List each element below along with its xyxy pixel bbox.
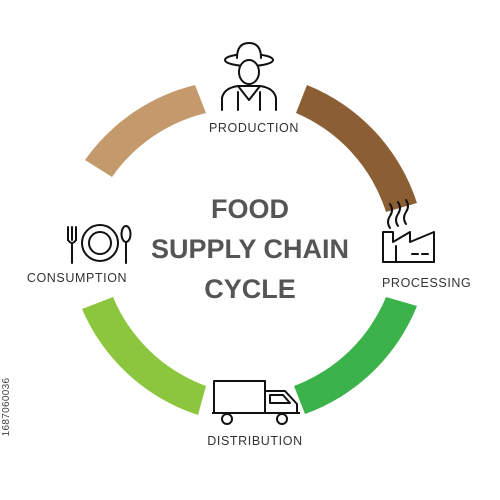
arc-production-to-processing — [296, 85, 417, 212]
factory-icon — [382, 199, 435, 263]
stage-label-processing: PROCESSING — [382, 276, 471, 290]
plate-cutlery-icon — [67, 224, 132, 264]
arc-processing-to-distribution — [294, 297, 417, 414]
stage-label-consumption: CONSUMPTION — [27, 271, 127, 285]
farmer-icon — [221, 42, 277, 111]
title-line-1: FOOD — [211, 194, 289, 224]
truck-icon — [212, 380, 300, 425]
stage-label-production: PRODUCTION — [209, 121, 299, 135]
stage-label-distribution: DISTRIBUTION — [207, 434, 302, 448]
side-id-code: 1687060036 — [1, 377, 12, 437]
title-line-2: SUPPLY CHAIN — [151, 234, 349, 264]
arc-consumption-to-production — [85, 85, 206, 177]
title-line-3: CYCLE — [204, 274, 296, 304]
arc-distribution-to-consumption — [82, 297, 206, 415]
